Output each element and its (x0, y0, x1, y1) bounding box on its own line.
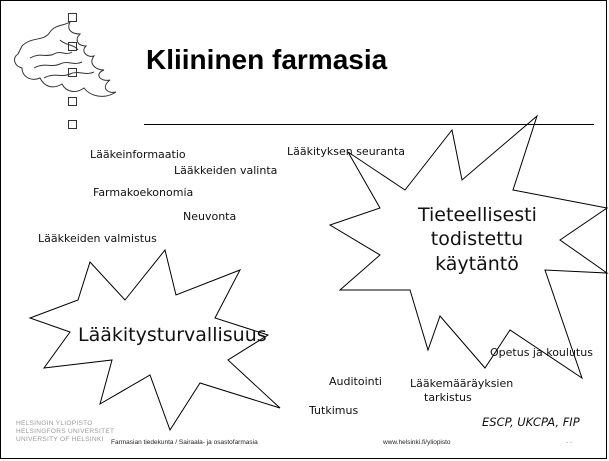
topic-laakeinformaatio: Lääkeinformaatio (90, 148, 186, 161)
university-name-sv: HELSINGFORS UNIVERSITET (16, 428, 115, 435)
topic-laakkeiden-valinta: Lääkkeiden valinta (174, 164, 278, 177)
footer-url: www.helsinki.fi/yliopisto (383, 439, 451, 446)
footer-dots: · · (566, 439, 573, 446)
star-right-line-3: käytäntö (435, 253, 519, 275)
organizations-signature: ESCP, UKCPA, FIP (482, 415, 580, 429)
title-divider (144, 124, 594, 125)
star-right-line-1: Tieteellisesti (418, 204, 537, 226)
star-left-shape (28, 248, 281, 432)
topic-laakityksen-seuranta: Lääkityksen seuranta (287, 145, 405, 158)
topic-laakemaaraykset-line-1: Lääkemääräyksien (410, 377, 514, 390)
bullet-square (68, 120, 77, 129)
topic-laakkeiden-valmistus: Lääkkeiden valmistus (38, 232, 157, 245)
slide-title: Kliininen farmasia (146, 44, 388, 75)
topic-opetus-ja-koulutus: Opetus ja koulutus (490, 346, 593, 359)
university-name-fi: HELSINGIN YLIOPISTO (16, 420, 93, 427)
university-name-en: UNIVERSITY OF HELSINKI (16, 436, 104, 443)
topic-neuvonta: Neuvonta (183, 210, 237, 223)
star-right-line-2: todistettu (430, 228, 524, 250)
university-flame-logo (14, 20, 117, 97)
bullet-square (68, 13, 77, 22)
star-right-shape (328, 114, 609, 380)
star-left-label: Lääkitysturvallisuus (78, 324, 267, 346)
bullet-square (68, 97, 77, 106)
footer-department: Farmasian tiedekunta / Sairaala- ja osas… (111, 439, 258, 446)
topic-laakemaaraykset-line-2: tarkistus (424, 391, 472, 404)
topic-auditointi: Auditointi (329, 375, 382, 388)
topic-farmakoekonomia: Farmakoekonomia (93, 186, 194, 199)
topic-tutkimus: Tutkimus (309, 404, 359, 417)
